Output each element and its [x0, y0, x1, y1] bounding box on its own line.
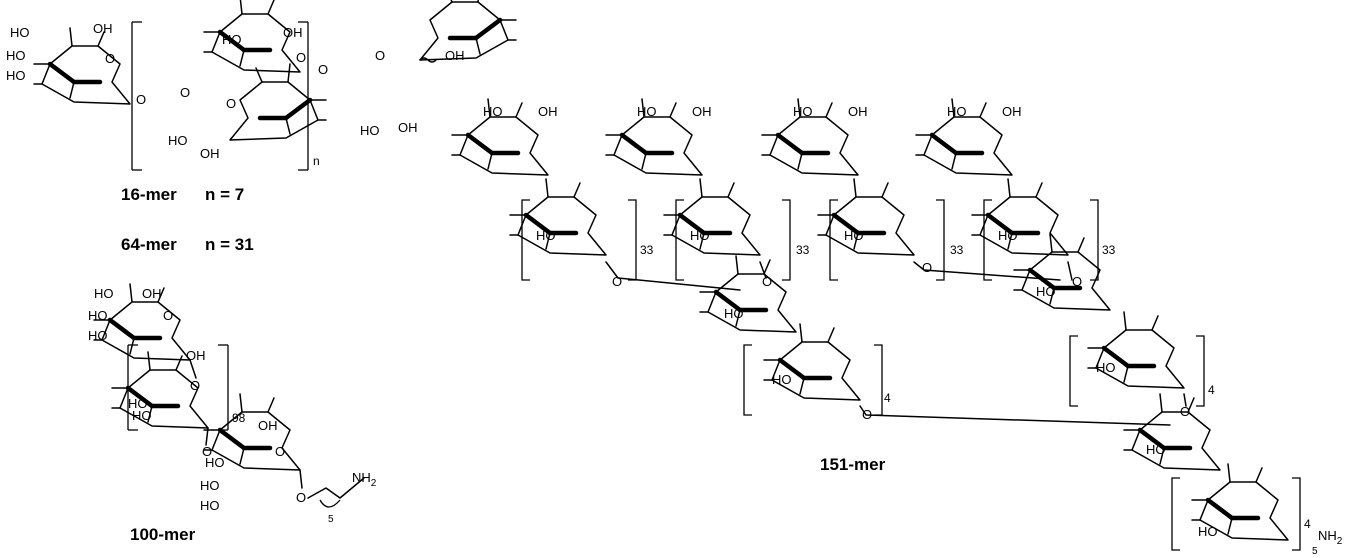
ring-oxygen-label: O — [105, 51, 115, 66]
linkage-oxygen-label: O — [862, 407, 872, 422]
oh-label: OH — [283, 25, 303, 40]
ho-label: HO — [88, 308, 108, 323]
ring-oxygen-label: O — [375, 48, 385, 63]
ho-label: HO — [222, 32, 242, 47]
label-151-mer: 151-mer — [820, 455, 886, 474]
repeat-33-label: 33 — [796, 243, 810, 257]
amine-label: NH2 — [352, 470, 377, 489]
repeat-98-label: 98 — [232, 411, 246, 425]
ho-label: HO — [10, 25, 30, 40]
oh-label: OH — [200, 146, 220, 161]
ho-label: HO — [998, 228, 1018, 243]
label-16-mer-n: n = 7 — [205, 185, 244, 204]
oh-label: OH — [93, 21, 113, 36]
ho-label: HO — [200, 498, 220, 513]
linker-count-5-label: 5 — [1312, 546, 1318, 557]
linkage-oxygen-label: O — [296, 490, 306, 505]
ho-label: HO — [200, 478, 220, 493]
ho-label: HO — [637, 104, 657, 119]
oligomer-labels: 16-mer n = 7 64-mer n = 31 — [121, 185, 254, 254]
ho-label: HO — [1198, 524, 1218, 539]
repeat-n-label: n — [313, 154, 320, 168]
oh-label: OH — [398, 120, 418, 135]
terminal-oh-label: OH — [445, 48, 465, 63]
linker-repeat-bracket — [1171, 477, 1301, 551]
ho-label: HO — [844, 228, 864, 243]
oh-label: OH — [258, 418, 278, 433]
repeat-4-label: 4 — [1304, 517, 1311, 531]
ho-label: HO — [205, 455, 225, 470]
ho-label: HO — [724, 306, 744, 321]
linkage-oxygen-label: O — [226, 96, 236, 111]
repeat-33-label: 33 — [950, 243, 964, 257]
oh-label: OH — [692, 104, 712, 119]
repeat-4-label: 4 — [1208, 383, 1215, 397]
ho-label: HO — [6, 68, 26, 83]
branch-repeat-brackets — [521, 199, 1099, 281]
linker-count-5-label: 5 — [328, 514, 334, 525]
ho-label: HO — [128, 396, 148, 411]
label-100-mer: 100-mer — [130, 525, 196, 544]
ho-label: HO — [1036, 284, 1056, 299]
oligomer-16-64-structure: HO HO HO OH O O n HO OH O O HO OH O O HO… — [6, 0, 516, 171]
ho-label: HO — [132, 408, 152, 423]
ring-oxygen-label: O — [296, 50, 306, 65]
ring-oxygen-label: O — [275, 444, 285, 459]
ho-label: HO — [360, 123, 380, 138]
ho-label: HO — [1096, 360, 1116, 375]
linkage-oxygen-label: O — [318, 62, 328, 77]
linkage-oxygen-label: O — [762, 274, 772, 289]
label-64-mer-n: n = 31 — [205, 235, 254, 254]
ho-label: HO — [793, 104, 813, 119]
mannan-100-mer-structure: HO HO HO OH O O 98 HO HO OH O HO HO HO O… — [88, 284, 377, 544]
linkage-oxygen-label: O — [136, 92, 146, 107]
ho-label: HO — [88, 328, 108, 343]
label-16-mer: 16-mer — [121, 185, 177, 204]
ho-label: HO — [690, 228, 710, 243]
oh-label: OH — [538, 104, 558, 119]
linkage-oxygen-label: O — [922, 260, 932, 275]
ho-label: HO — [94, 286, 114, 301]
mannan-151-mer-structure: HO OH HO OH HO OH HO OH 33 33 33 33 HO H… — [452, 99, 1343, 557]
linkage-oxygen-label: O — [202, 444, 212, 459]
ring-oxygen-label: O — [163, 308, 173, 323]
linkage-oxygen-label: O — [1072, 274, 1082, 289]
oh-label: OH — [1002, 104, 1022, 119]
oh-label: OH — [848, 104, 868, 119]
ho-label: HO — [483, 104, 503, 119]
ho-label: HO — [772, 372, 792, 387]
ho-label: HO — [536, 228, 556, 243]
linkage-oxygen-label: O — [612, 274, 622, 289]
ring-oxygen-label: O — [180, 85, 190, 100]
ho-label: HO — [1146, 442, 1166, 457]
repeat-4-label: 4 — [884, 391, 891, 405]
label-64-mer: 64-mer — [121, 235, 177, 254]
repeat-33-label: 33 — [1102, 243, 1116, 257]
oh-label: OH — [142, 286, 162, 301]
ho-label: HO — [168, 133, 188, 148]
ho-label: HO — [947, 104, 967, 119]
core-repeat-bracket — [1069, 335, 1205, 407]
ho-label: HO — [6, 48, 26, 63]
repeat-33-label: 33 — [640, 243, 654, 257]
oh-label: OH — [186, 348, 206, 363]
amine-label: NH2 — [1318, 528, 1343, 547]
